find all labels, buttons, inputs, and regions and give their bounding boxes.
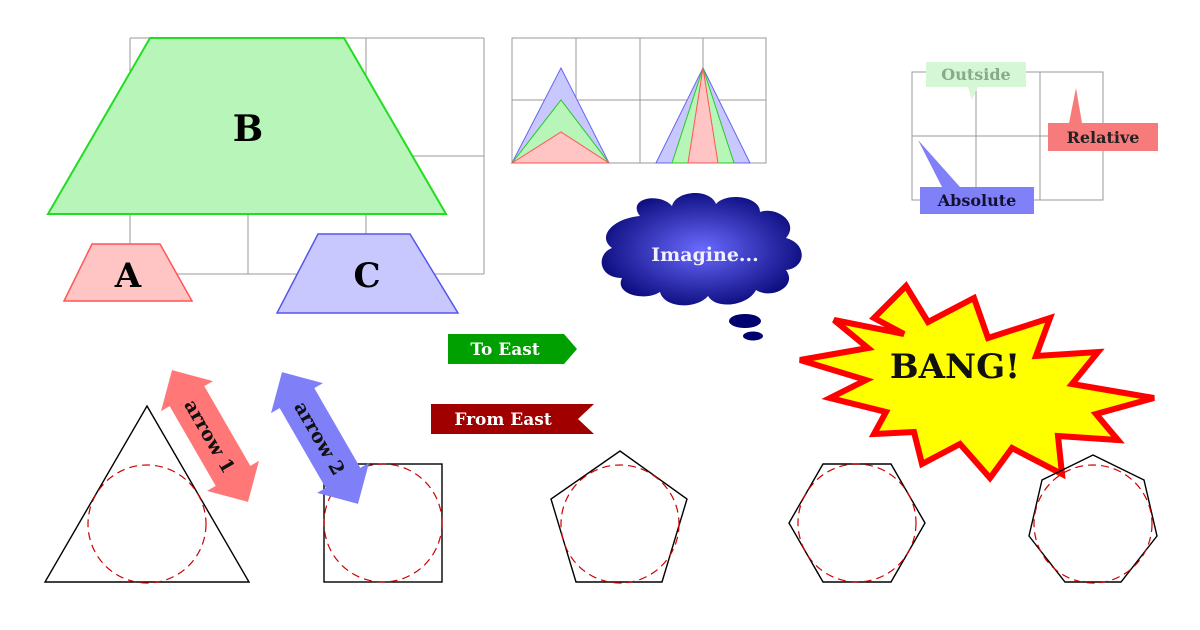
callout-absolute-label: Absolute (937, 191, 1017, 210)
regular-heptagon (1028, 454, 1158, 583)
trapezoid-b (46, 37, 448, 215)
callout-absolute: Absolute (918, 140, 1034, 214)
trapezoid-c-label: C (353, 256, 380, 296)
hexagon-with-incircle (788, 463, 926, 583)
heptagon-incircle (1033, 464, 1153, 584)
signal-to-east-label: To East (470, 340, 540, 360)
pentagon-incircle (560, 464, 680, 584)
triangle-left-red (510, 131, 611, 164)
regular-hexagon (788, 463, 926, 583)
trapezoid-c (275, 233, 460, 314)
signal-to-east: To East (448, 334, 577, 364)
triangle-incircle (87, 464, 207, 584)
double-arrow-2: arrow 2 (271, 372, 369, 504)
heptagon-with-incircle (1028, 454, 1158, 584)
triangle-right-red (687, 67, 719, 164)
regular-pentagon (550, 450, 688, 583)
callout-relative-label: Relative (1067, 128, 1140, 147)
pentagon-with-incircle (550, 450, 688, 584)
thought-bubble-large (729, 314, 761, 328)
starburst-label: BANG! (890, 347, 1020, 387)
thought-cloud: Imagine... (601, 192, 802, 341)
starburst-shape (799, 281, 1155, 483)
thought-cloud-label: Imagine... (651, 244, 759, 266)
callout-outside-label: Outside (941, 65, 1010, 84)
double-arrow-1: arrow 1 (161, 370, 259, 502)
triangles-left-group (510, 66, 611, 164)
double-arrow-2-shape (271, 372, 369, 504)
thought-bubble-small (743, 331, 763, 341)
callout-relative: Relative (1048, 88, 1158, 151)
triangles-right-group (655, 66, 751, 164)
callout-outside: Outside (926, 62, 1026, 100)
triangle-with-incircle (43, 404, 251, 584)
trapezoid-a-label: A (114, 256, 142, 296)
starburst: BANG! (799, 281, 1155, 483)
double-arrow-1-shape (161, 370, 259, 502)
trapezoid-a (62, 243, 194, 302)
trapezoid-b-label: B (233, 108, 263, 150)
hexagon-incircle (797, 463, 917, 583)
signal-from-east: From East (431, 404, 594, 434)
square-with-incircle (323, 463, 443, 583)
square-incircle (323, 463, 443, 583)
signal-from-east-label: From East (454, 410, 552, 430)
